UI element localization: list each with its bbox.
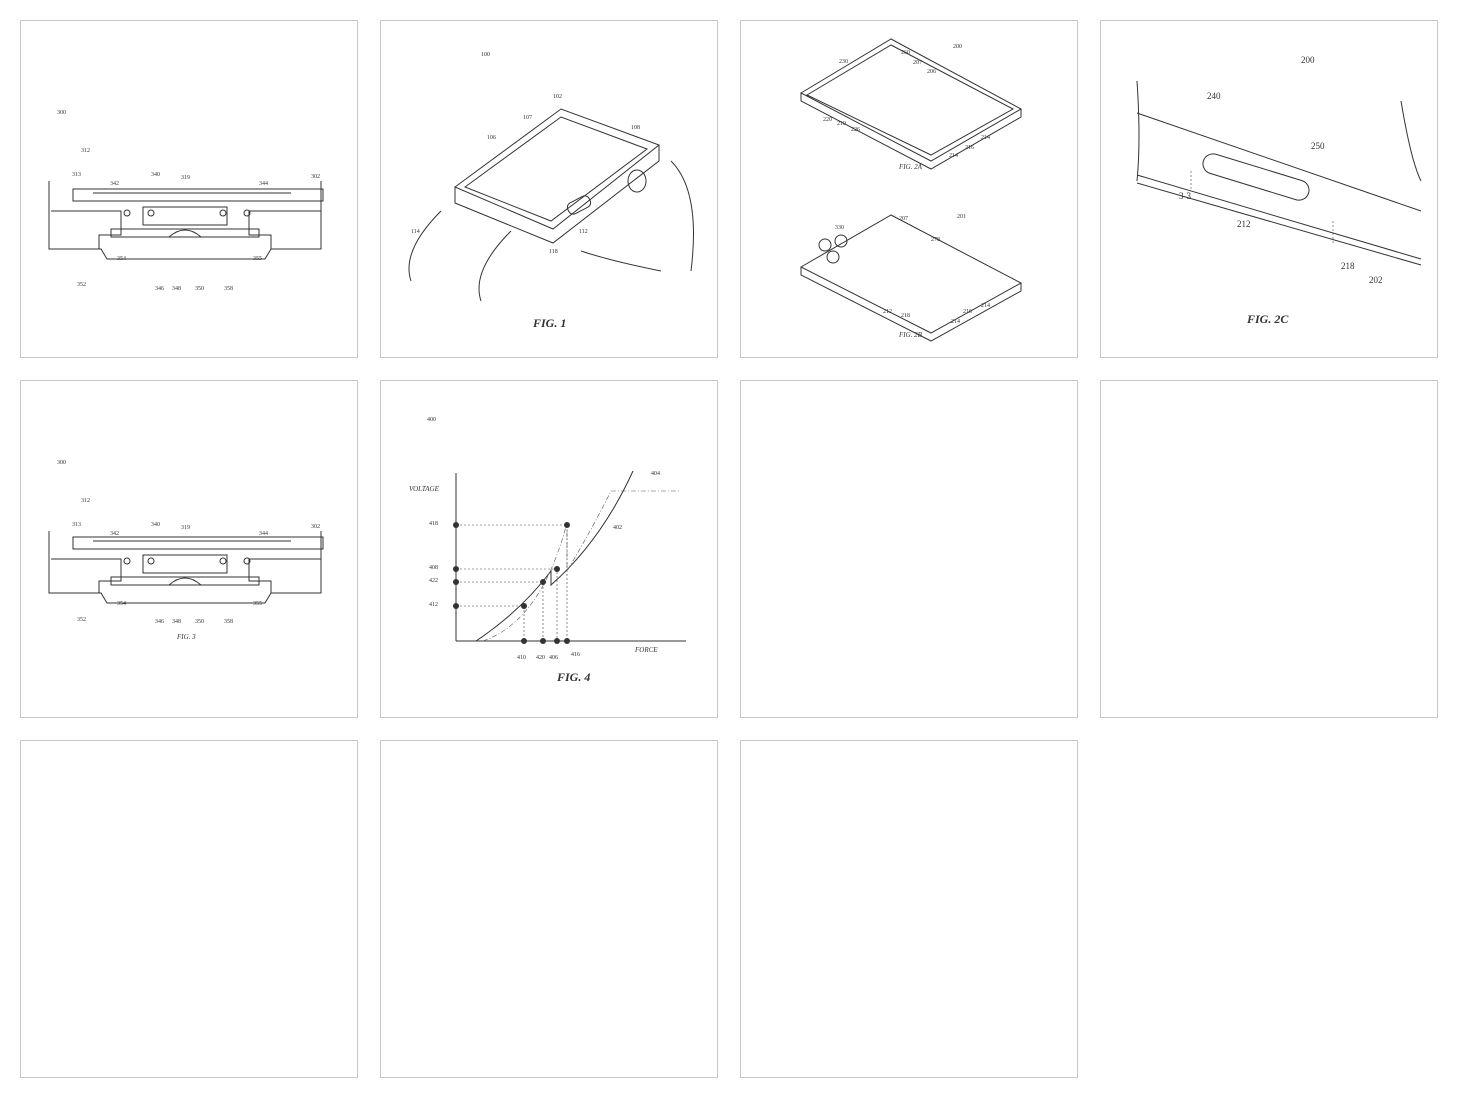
ref-label: 312 (81, 148, 90, 154)
ref-label: 330 (835, 225, 844, 231)
ref-label: 200 (953, 44, 962, 50)
thumbnail-fig-3[interactable]: 300 312 313 340 319 302 342 344 354 355 … (20, 380, 358, 718)
cross-section-drawing: 300 312 313 340 319 302 342 344 354 355 … (48, 110, 324, 292)
thumbnail-fig-2a-2b[interactable]: 230 260 207 206 200 220 210 226 214 216 … (740, 20, 1078, 358)
ref-label: 408 (429, 565, 438, 571)
thumbnail-empty[interactable] (380, 740, 718, 1078)
thumbnail-empty[interactable] (20, 740, 358, 1078)
ref-label: 278 (931, 237, 940, 243)
ref-label: 212 (1237, 219, 1251, 229)
ref-label: 344 (259, 531, 268, 537)
ref-label: 422 (429, 578, 438, 584)
thumbnail-fig-2c[interactable]: 200 240 250 3-3 212 218 202 FIG. 2C (1100, 20, 1438, 358)
ref-label: 214 (951, 319, 960, 325)
ref-label: 344 (259, 181, 268, 187)
figure-caption: FIG. 3 (176, 633, 196, 641)
ref-label: 350 (195, 619, 204, 625)
ref-label: 206 (927, 69, 936, 75)
ref-label: 240 (1207, 91, 1221, 101)
ref-label: 300 (57, 460, 66, 466)
ref-label: 218 (1341, 261, 1355, 271)
ref-label: 346 (155, 619, 164, 625)
ref-label: 302 (311, 174, 320, 180)
ref-label: 107 (523, 115, 532, 121)
phone-drawings: 230 260 207 206 200 220 210 226 214 216 … (799, 38, 1023, 342)
ref-label: 102 (553, 94, 562, 100)
ref-label: 210 (837, 121, 846, 127)
axis-label: VOLTAGE (409, 485, 440, 493)
ref-label: 312 (81, 498, 90, 504)
ref-label: 214 (981, 303, 990, 309)
thumbnail-fig-4[interactable]: 400 VOLTAGE FORCE 418 408 422 412 410 42… (380, 380, 718, 718)
ref-label: 340 (151, 522, 160, 528)
ref-label: 319 (181, 175, 190, 181)
ref-label: 313 (72, 522, 81, 528)
ref-label: 202 (1369, 275, 1383, 285)
ref-label: 410 (517, 655, 526, 661)
ref-label: 412 (429, 602, 438, 608)
ref-label: 108 (631, 125, 640, 131)
thumbnail-empty[interactable] (740, 740, 1078, 1078)
ref-label: 346 (155, 286, 164, 292)
ref-label: 220 (823, 117, 832, 123)
ref-label: 358 (224, 619, 233, 625)
thumbnail-empty[interactable] (1100, 380, 1438, 718)
band-drawing: 200 240 250 3-3 212 218 202 FIG. 2C (1136, 55, 1422, 326)
ref-label: 3-3 (1179, 191, 1191, 201)
thumbnail-fig-1[interactable]: 100 102 107 106 108 114 118 112 FIG. 1 (380, 20, 718, 358)
ref-label: 355 (253, 601, 262, 607)
ref-label: 300 (57, 110, 66, 116)
ref-label: 230 (839, 59, 848, 65)
ref-label: 201 (957, 214, 966, 220)
ref-label: 313 (72, 172, 81, 178)
thumbnail-fig-300-a[interactable]: 300 312 313 340 319 302 342 344 354 355 … (20, 20, 358, 358)
ref-label: 216 (965, 145, 974, 151)
ref-label: 250 (1311, 141, 1325, 151)
ref-label: 352 (77, 282, 86, 288)
figure-caption: FIG. 2A (898, 163, 923, 171)
figure-caption: FIG. 1 (532, 316, 566, 330)
ref-label: 348 (172, 619, 181, 625)
ref-label: 352 (77, 617, 86, 623)
voltage-force-graph: 400 VOLTAGE FORCE 418 408 422 412 410 42… (409, 417, 686, 684)
ref-label: 416 (571, 652, 580, 658)
ref-label: 342 (110, 181, 119, 187)
ref-label: 350 (195, 286, 204, 292)
thumbnail-empty[interactable] (740, 380, 1078, 718)
figure-caption: FIG. 2B (898, 331, 923, 339)
ref-label: 340 (151, 172, 160, 178)
ref-label: 354 (117, 601, 126, 607)
ref-label: 406 (549, 655, 558, 661)
ref-label: 348 (172, 286, 181, 292)
ref-label: 418 (429, 521, 438, 527)
watch-drawing: 100 102 107 106 108 114 118 112 FIG. 1 (408, 52, 694, 330)
ref-label: 114 (411, 229, 420, 235)
ref-label: 420 (536, 655, 545, 661)
figure-caption: FIG. 4 (556, 670, 590, 684)
ref-label: 100 (481, 52, 490, 58)
ref-label: 342 (110, 531, 119, 537)
figure-caption: FIG. 2C (1246, 312, 1289, 326)
ref-label: 400 (427, 417, 436, 423)
ref-label: 319 (181, 525, 190, 531)
ref-label: 207 (913, 60, 922, 66)
ref-label: 118 (549, 249, 558, 255)
ref-label: 358 (224, 286, 233, 292)
ref-label: 112 (579, 229, 588, 235)
cross-section-drawing: 300 312 313 340 319 302 342 344 354 355 … (48, 460, 324, 641)
ref-label: 404 (651, 471, 660, 477)
ref-label: 106 (487, 135, 496, 141)
ref-label: 216 (963, 309, 972, 315)
ref-label: 302 (311, 524, 320, 530)
axis-label: FORCE (634, 646, 658, 654)
ref-label: 212 (883, 309, 892, 315)
ref-label: 200 (1301, 55, 1315, 65)
ref-label: 218 (901, 313, 910, 319)
ref-label: 207 (899, 216, 908, 222)
ref-label: 402 (613, 525, 622, 531)
